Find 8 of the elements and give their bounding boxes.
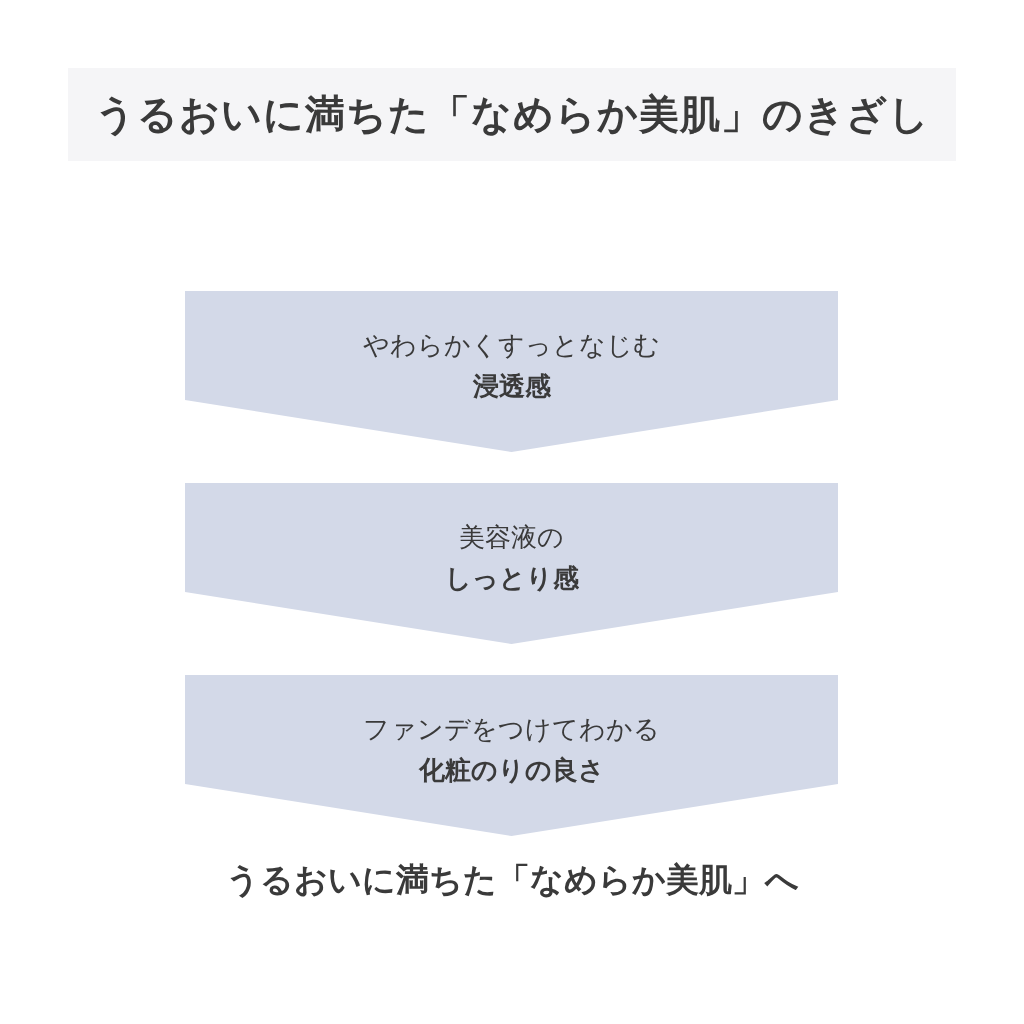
step-heading: 浸透感 <box>471 370 552 403</box>
step-text: やわらかくすっとなじむ <box>362 329 661 362</box>
step-heading: 化粧のりの良さ <box>417 754 606 787</box>
step-text: 美容液の <box>458 521 565 554</box>
result-text: うるおいに満ちた「なめらか美肌」へ <box>224 859 800 901</box>
step-text: ファンデをつけてわかる <box>362 713 661 746</box>
title-banner: うるおいに満ちた「なめらか美肌」のきざし <box>68 68 956 161</box>
step-heading: しっとり感 <box>443 562 580 595</box>
